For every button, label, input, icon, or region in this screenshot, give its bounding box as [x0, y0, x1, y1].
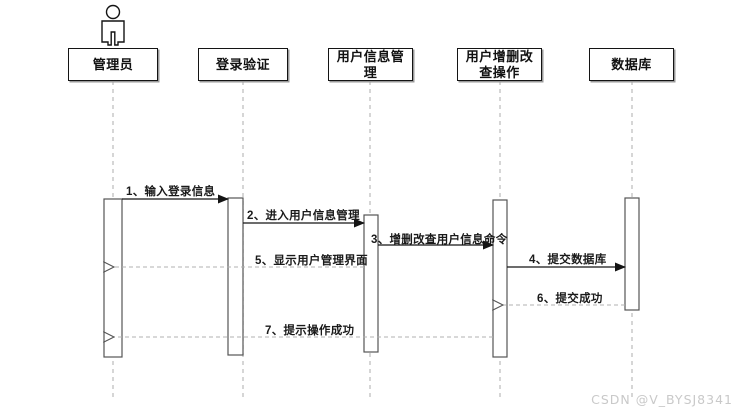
message-label-3: 3、增删改查用户信息命令	[371, 234, 508, 246]
message-label-6: 6、提交成功	[537, 293, 603, 305]
participant-box-user-info-mgmt[interactable]: 用户信息管理	[328, 48, 413, 81]
activation-bar-user-info-mgmt	[363, 214, 379, 353]
activation-bars-group	[103, 197, 640, 358]
participant-box-database[interactable]: 数据库	[589, 48, 674, 81]
participant-label-database: 数据库	[611, 56, 652, 72]
participant-box-user-crud-ops[interactable]: 用户增删改查操作	[457, 48, 542, 81]
activation-bar-user-crud-ops	[492, 199, 508, 358]
participant-label-admin: 管理员	[92, 56, 134, 72]
activation-bar-admin	[103, 198, 123, 358]
participant-label-user-info-mgmt: 用户信息管理	[336, 48, 405, 80]
message-label-1: 1、输入登录信息	[126, 186, 216, 198]
message-label-7: 7、提示操作成功	[265, 325, 355, 337]
participant-box-admin[interactable]: 管理员	[68, 48, 158, 81]
activation-bar-login-auth	[227, 197, 244, 356]
participant-box-login-auth[interactable]: 登录验证	[198, 48, 288, 81]
message-label-4: 4、提交数据库	[529, 254, 607, 266]
message-arrows-group	[114, 194, 626, 337]
message-label-5: 5、显示用户管理界面	[255, 255, 368, 267]
stick-figure-icon	[101, 4, 125, 46]
watermark-text: CSDN @V_BYSJ8341	[591, 392, 733, 407]
actor-icon-group	[101, 4, 125, 46]
activation-bar-database	[624, 197, 640, 311]
participant-label-login-auth: 登录验证	[215, 56, 270, 72]
participant-label-user-crud-ops: 用户增删改查操作	[465, 48, 534, 80]
message-label-2: 2、进入用户信息管理	[247, 210, 360, 222]
